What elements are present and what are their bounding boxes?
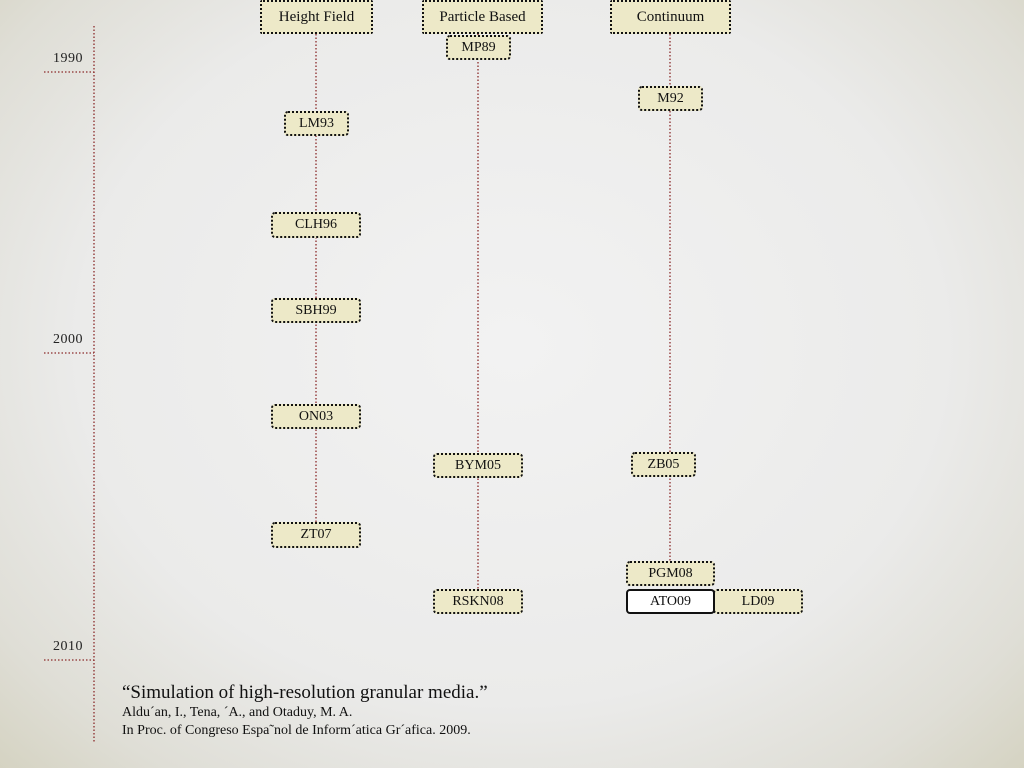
node-mp89: MP89 bbox=[446, 35, 511, 60]
node-clh96: CLH96 bbox=[271, 212, 361, 238]
citation-title: “Simulation of high-resolution granular … bbox=[122, 682, 488, 703]
column-header-continuum: Continuum bbox=[610, 0, 731, 34]
node-zt07: ZT07 bbox=[271, 522, 361, 548]
node-bym05: BYM05 bbox=[433, 453, 523, 478]
citation-block: “Simulation of high-resolution granular … bbox=[122, 682, 488, 740]
node-zb05: ZB05 bbox=[631, 452, 696, 477]
citation-venue: In Proc. of Congreso Espa˜nol de Inform´… bbox=[122, 723, 471, 738]
node-pgm08: PGM08 bbox=[626, 561, 715, 586]
node-rskn08: RSKN08 bbox=[433, 589, 523, 614]
citation-authors: Aldu´an, I., Tena, ´A., and Otaduy, M. A… bbox=[122, 705, 353, 720]
column-header-height-field: Height Field bbox=[260, 0, 373, 34]
node-on03: ON03 bbox=[271, 404, 361, 429]
year-1990-label: 1990 bbox=[53, 51, 83, 66]
year-2010-label: 2010 bbox=[53, 639, 83, 654]
node-lm93: LM93 bbox=[284, 111, 349, 136]
node-ld09: LD09 bbox=[713, 589, 803, 614]
year-2000-label: 2000 bbox=[53, 332, 83, 347]
node-ato09-highlighted: ATO09 bbox=[626, 589, 715, 614]
column-header-particle-based: Particle Based bbox=[422, 0, 543, 34]
node-sbh99: SBH99 bbox=[271, 298, 361, 323]
node-m92: M92 bbox=[638, 86, 703, 111]
